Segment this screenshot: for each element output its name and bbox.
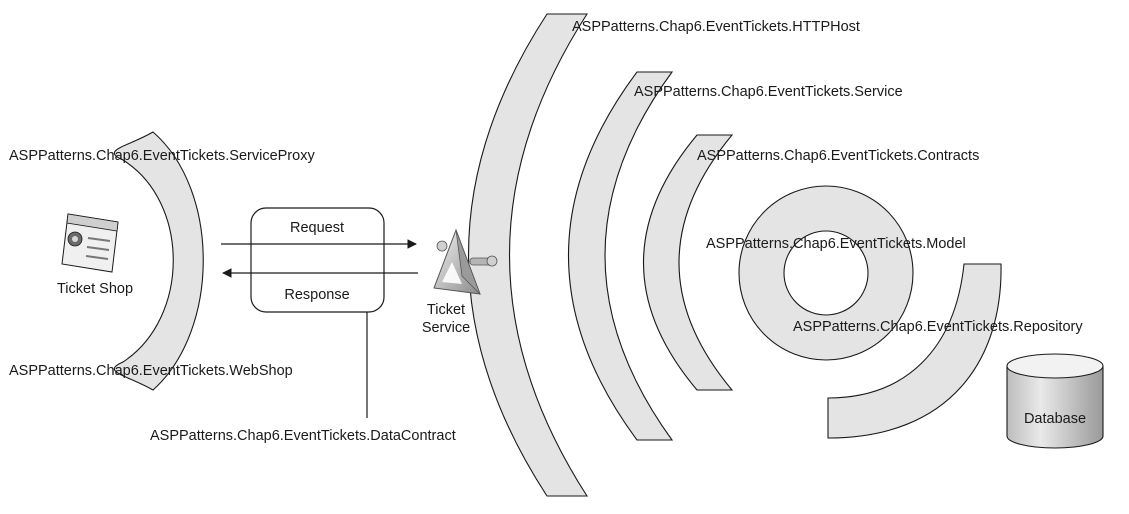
browser-window-icon	[61, 213, 119, 273]
ticket-shop-label: Ticket Shop	[57, 281, 133, 297]
wcf-service-icon	[433, 228, 498, 295]
service-layer	[568, 71, 674, 441]
service-label: ASPPatterns.Chap6.EventTickets.Service	[634, 84, 903, 100]
database-label: Database	[1024, 411, 1086, 427]
data-contract-label: ASPPatterns.Chap6.EventTickets.DataContr…	[150, 428, 456, 444]
model-layer	[738, 185, 914, 361]
request-label: Request	[290, 220, 344, 236]
model-label: ASPPatterns.Chap6.EventTickets.Model	[706, 236, 966, 252]
database-cylinder-icon	[1006, 353, 1104, 449]
ticket-service-label-line1: Ticket	[427, 302, 465, 318]
repository-layer	[827, 263, 1002, 439]
http-host-layer	[467, 13, 589, 497]
response-label: Response	[284, 287, 349, 303]
web-shop-label: ASPPatterns.Chap6.EventTickets.WebShop	[9, 363, 293, 379]
contracts-label: ASPPatterns.Chap6.EventTickets.Contracts	[697, 148, 979, 164]
repository-label: ASPPatterns.Chap6.EventTickets.Repositor…	[793, 319, 1083, 335]
contracts-layer	[642, 134, 734, 391]
service-proxy-label: ASPPatterns.Chap6.EventTickets.ServicePr…	[9, 148, 315, 164]
ticket-service-label-line2: Service	[422, 320, 470, 336]
service-proxy-layer	[113, 131, 204, 391]
http-host-label: ASPPatterns.Chap6.EventTickets.HTTPHost	[572, 19, 860, 35]
message-box	[250, 207, 385, 313]
